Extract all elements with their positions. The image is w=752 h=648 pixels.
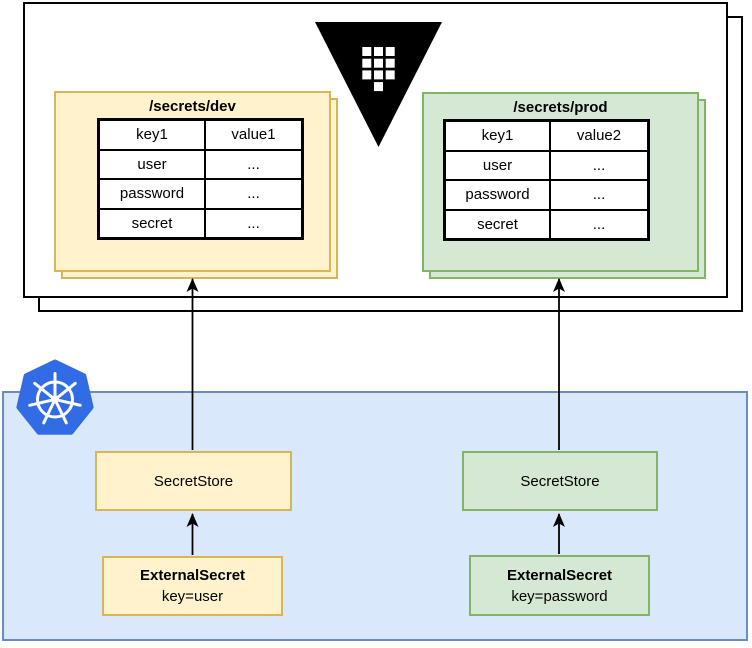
table-row: key1 value1 — [99, 120, 302, 150]
table-cell: ... — [550, 209, 648, 239]
secret-store-prod-box: SecretStore — [462, 451, 658, 511]
secrets-dev-table: key1 value1 user ... password ... secret… — [97, 118, 304, 240]
table-row: password ... — [99, 179, 302, 209]
table-cell: password — [445, 180, 550, 210]
table-cell: ... — [205, 149, 302, 179]
external-secret-prod-title: ExternalSecret — [506, 566, 613, 584]
secret-store-prod-label: SecretStore — [520, 472, 600, 490]
table-cell: key1 — [99, 120, 205, 150]
table-row: secret ... — [99, 208, 302, 238]
table-cell: password — [99, 179, 205, 209]
secrets-prod-table: key1 value2 user ... password ... secret… — [443, 119, 650, 241]
table-row: secret ... — [445, 209, 648, 239]
external-secret-dev-key: key=user — [161, 588, 224, 605]
external-secret-prod-key: key=password — [511, 587, 608, 605]
table-row: user ... — [445, 150, 648, 180]
secret-store-dev-label: SecretStore — [153, 472, 234, 490]
table-row: user ... — [99, 149, 302, 179]
table-cell: ... — [205, 208, 302, 238]
table-row: password ... — [445, 180, 648, 210]
table-cell: secret — [445, 209, 550, 239]
secrets-dev-title: /secrets/dev — [149, 97, 236, 115]
table-cell: ... — [550, 180, 648, 210]
table-cell: value1 — [205, 120, 302, 150]
table-row: key1 value2 — [445, 121, 648, 151]
table-cell: ... — [205, 179, 302, 209]
table-cell: ... — [550, 150, 648, 180]
external-secret-dev-box: ExternalSecret key=user — [102, 556, 283, 616]
secrets-prod-title: /secrets/prod — [513, 98, 608, 116]
secret-store-dev-box: SecretStore — [95, 451, 292, 511]
table-cell: user — [445, 150, 550, 180]
table-cell: value2 — [550, 121, 648, 151]
table-cell: key1 — [445, 121, 550, 151]
external-secret-dev-title: ExternalSecret — [139, 567, 246, 584]
table-cell: secret — [99, 208, 205, 238]
table-cell: user — [99, 149, 205, 179]
external-secret-prod-box: ExternalSecret key=password — [469, 555, 650, 616]
